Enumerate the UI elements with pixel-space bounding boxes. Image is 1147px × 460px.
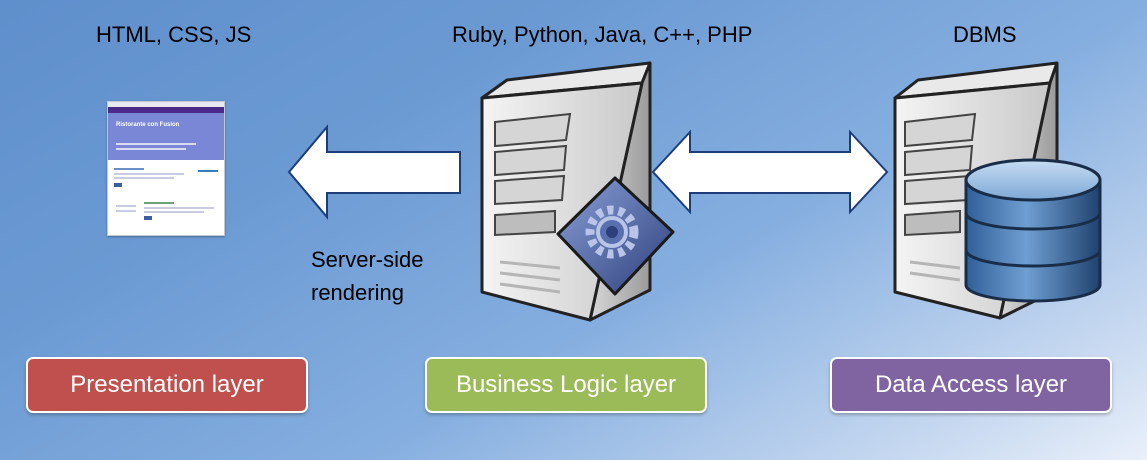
web-page-hero-text: Ristorante con Fusion (116, 122, 180, 128)
presentation-layer-box: Presentation layer (26, 357, 308, 413)
gear-icon (556, 176, 675, 296)
server-side-rendering-line-1: Server-side (311, 247, 424, 272)
double-arrow-icon (651, 129, 889, 215)
database-icon (964, 158, 1102, 303)
business-tech-label: Ruby, Python, Java, C++, PHP (452, 22, 753, 47)
data-access-layer-box: Data Access layer (830, 357, 1112, 413)
server-side-rendering-line-2: rendering (311, 280, 404, 305)
data-tech-label: DBMS (953, 22, 1017, 47)
server-side-rendering-label: Server-side rendering (311, 243, 451, 309)
business-logic-layer-box: Business Logic layer (425, 357, 707, 413)
left-arrow-icon (287, 124, 461, 220)
web-page-icon: Ristorante con Fusion (107, 101, 225, 236)
presentation-tech-label: HTML, CSS, JS (96, 22, 252, 47)
